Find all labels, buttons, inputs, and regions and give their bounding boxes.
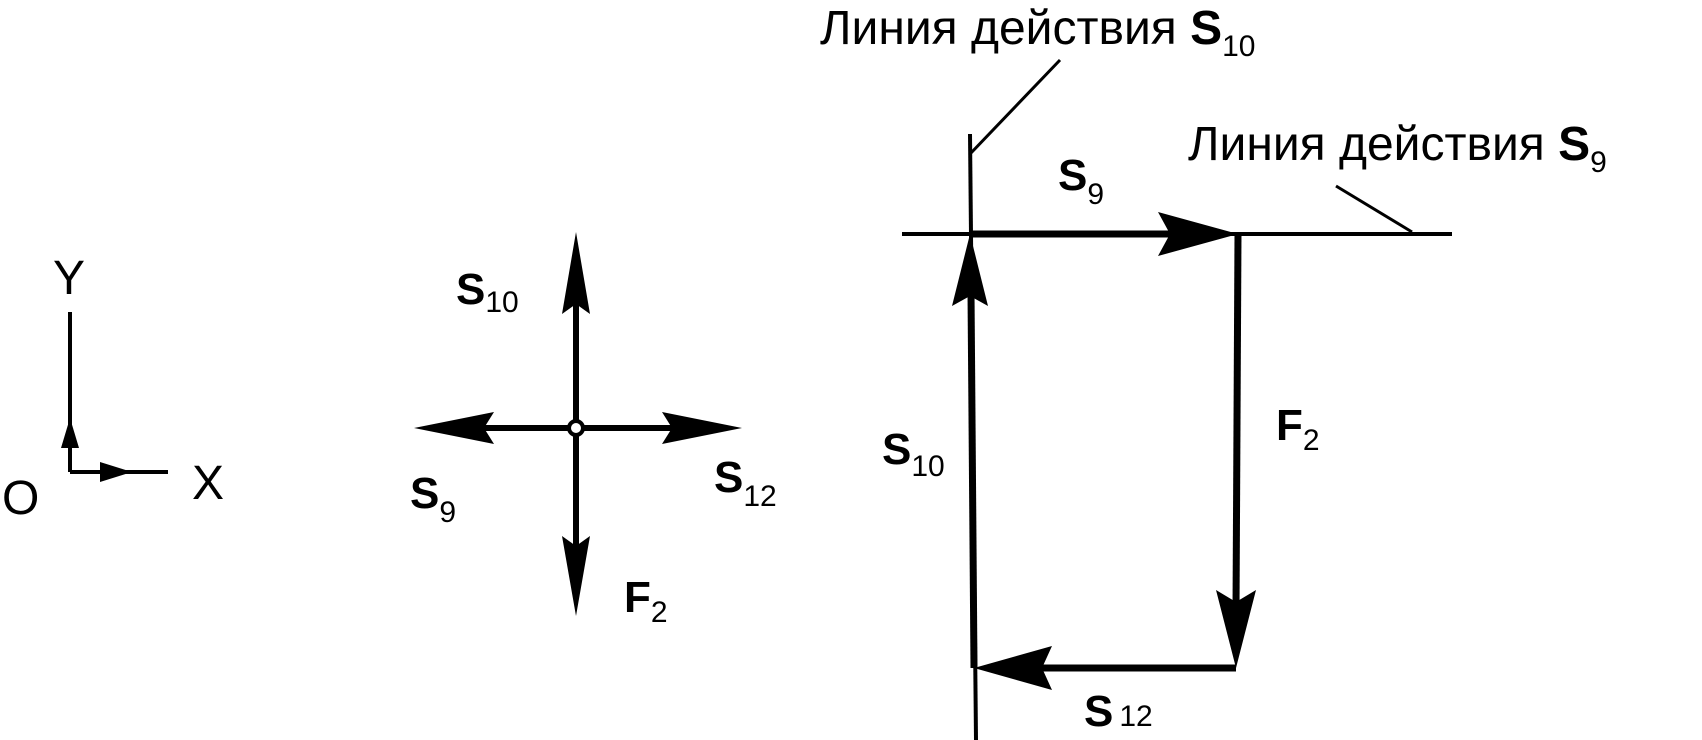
s12-arrowhead	[662, 412, 742, 444]
y-unit-arrowhead	[61, 418, 79, 448]
leader-line-s9	[1335, 184, 1413, 234]
node-force-diagram: S10 S9 S12 F2	[410, 232, 777, 629]
polygon-s9-label: S9	[1058, 151, 1104, 211]
polygon-f2-arrowhead	[1216, 590, 1256, 668]
polygon-s9-arrowhead	[1158, 212, 1238, 256]
node-s10-label: S10	[456, 265, 519, 319]
y-axis-label: Y	[53, 252, 85, 305]
polygon-s10-shaft	[967, 291, 978, 669]
leader-line-s10	[968, 58, 1062, 156]
s10-arrowhead	[562, 232, 590, 314]
line-of-action-s9-label: Линия действия S9	[1188, 118, 1607, 179]
polygon-f2-shaft	[1232, 233, 1242, 611]
node-s9-label: S9	[410, 469, 456, 529]
x-unit-arrowhead	[100, 462, 132, 482]
line-of-action-s10-label: Линия действия S10	[820, 2, 1256, 63]
s9-arrowhead	[414, 412, 494, 444]
coordinate-axes: Y X O	[2, 252, 224, 525]
origin-label: O	[2, 472, 39, 525]
x-axis-label: X	[192, 457, 224, 510]
polygon-s10-label: S10	[882, 425, 945, 483]
polygon-f2-label: F2	[1276, 401, 1320, 457]
node-s12-label: S12	[714, 453, 777, 513]
node-f2-label: F2	[624, 573, 668, 629]
polygon-s10-arrowhead	[952, 234, 988, 306]
node-joint	[567, 419, 585, 437]
f2-arrowhead	[562, 536, 590, 616]
force-polygon: Линия действия S10 Линия действия S9 S9 …	[820, 2, 1607, 740]
polygon-s12-arrowhead	[974, 646, 1052, 690]
